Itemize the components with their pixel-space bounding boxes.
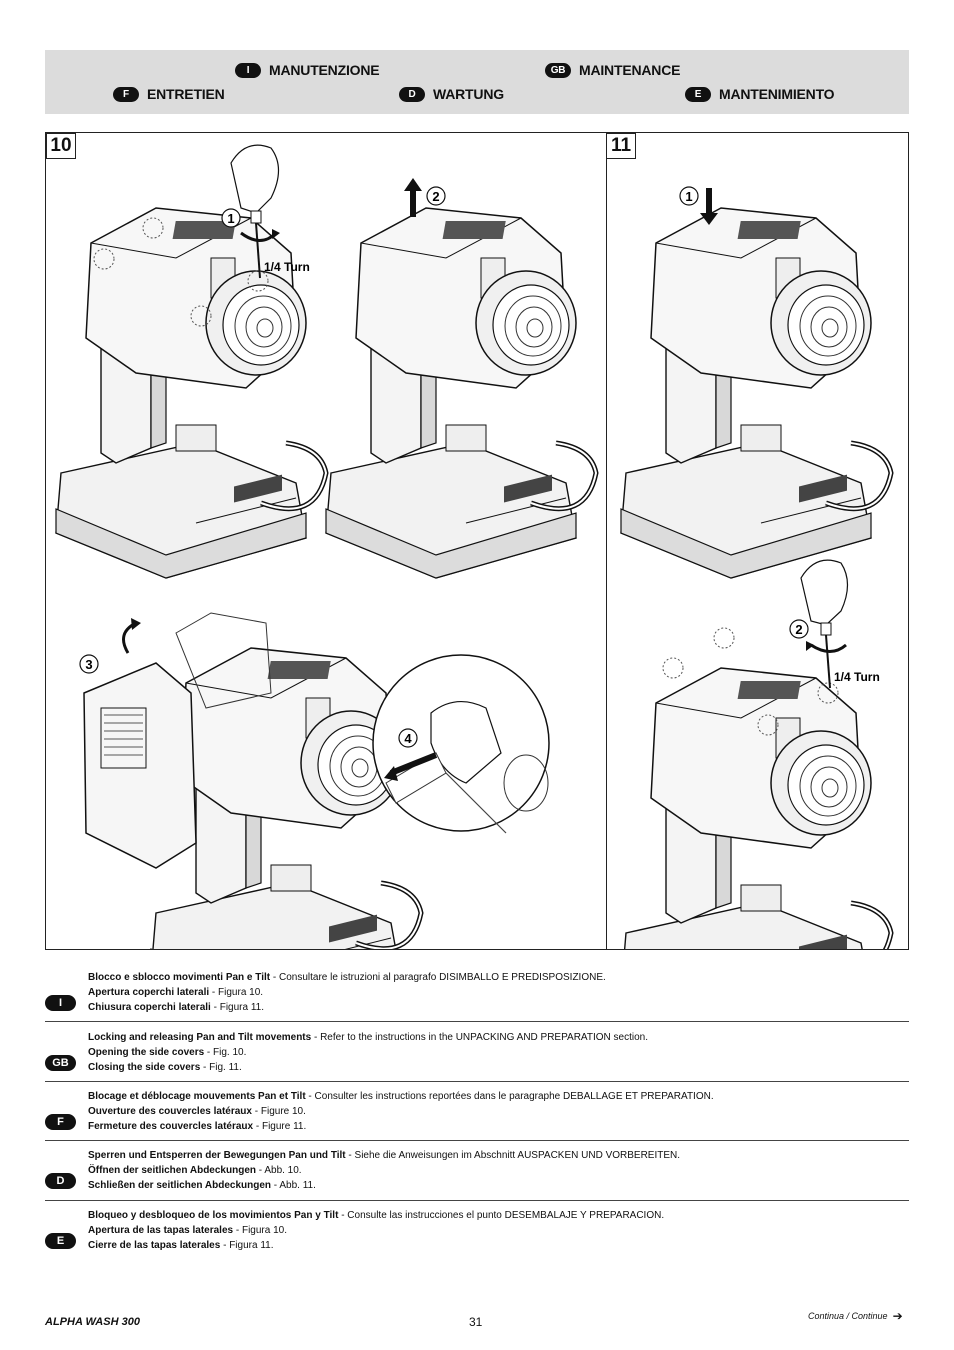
lang-badge: F: [45, 1114, 76, 1130]
section-line: Locking and releasing Pan and Tilt movem…: [88, 1032, 648, 1043]
figure-panel: 10 11: [45, 132, 909, 950]
lang-badge: GB: [45, 1055, 76, 1071]
section-fr: F Blocage et déblocage mouvements Pan et…: [45, 1089, 909, 1148]
figure-divider: [606, 133, 607, 949]
step-number: 1: [227, 211, 234, 226]
section-line: Chiusura coperchi laterali - Figura 11.: [88, 1002, 264, 1013]
section-line: Apertura de las tapas laterales - Figura…: [88, 1225, 287, 1236]
step-number: 1: [685, 189, 692, 204]
section-line: Ouverture des couvercles latéraux - Figu…: [88, 1106, 306, 1117]
lang-badge: I: [235, 62, 261, 78]
section-line: Opening the side covers - Fig. 10.: [88, 1047, 247, 1058]
footer-product: ALPHA WASH 300: [45, 1316, 140, 1328]
language-header: I MANUTENZIONE GB MAINTENANCE F ENTRETIE…: [45, 50, 909, 114]
fixture-drawing: [621, 668, 891, 949]
turn-label: 1/4 Turn: [264, 260, 310, 274]
lang-badge: I: [45, 995, 76, 1011]
section-divider: [45, 1140, 909, 1141]
lang-badge: D: [399, 86, 425, 102]
lang-badge: GB: [545, 62, 571, 78]
step-number: 4: [404, 731, 412, 746]
step-number: 3: [85, 657, 92, 672]
section-de: D Sperren und Entsperren der Bewegungen …: [45, 1148, 909, 1207]
section-divider: [45, 1081, 909, 1082]
figure-number-11: 11: [606, 133, 636, 159]
section-divider: [45, 1200, 909, 1201]
maintenance-illustration: 1 2 3 4 1 2 1/4 Turn 1/4 Turn: [46, 144, 908, 949]
header-item-es: E MANTENIMIENTO: [685, 86, 835, 102]
lang-badge: D: [45, 1173, 76, 1189]
fixture-drawing: [326, 208, 596, 578]
header-item-fr: F ENTRETIEN: [113, 86, 225, 102]
section-line: Sperren und Entsperren der Bewegungen Pa…: [88, 1150, 681, 1161]
continue-link[interactable]: Continua / Continue ➔: [808, 1309, 903, 1323]
lang-badge: E: [45, 1233, 76, 1249]
section-line: Closing the side covers - Fig. 11.: [88, 1062, 242, 1073]
lang-badge: F: [113, 86, 139, 102]
continue-label: Continua / Continue: [808, 1311, 888, 1321]
step-number: 2: [795, 622, 802, 637]
section-it: I Blocco e sblocco movimenti Pan e Tilt …: [45, 970, 909, 1029]
section-es: E Bloqueo y desbloqueo de los movimiento…: [45, 1208, 909, 1267]
figure-number-10: 10: [46, 133, 76, 159]
lang-badge: E: [685, 86, 711, 102]
page-number: 31: [469, 1315, 483, 1329]
header-label: WARTUNG: [433, 86, 504, 102]
header-item-it: I MANUTENZIONE: [235, 62, 380, 78]
section-gb: GB Locking and releasing Pan and Tilt mo…: [45, 1030, 909, 1089]
section-line: Cierre de las tapas laterales - Figura 1…: [88, 1240, 274, 1251]
section-line: Blocco e sblocco movimenti Pan e Tilt - …: [88, 972, 606, 983]
step-number: 2: [432, 189, 439, 204]
section-line: Fermeture des couvercles latéraux - Figu…: [88, 1121, 307, 1132]
arrow-right-icon: ➔: [892, 1309, 903, 1323]
header-label: MANTENIMIENTO: [719, 86, 835, 102]
section-line: Bloqueo y desbloqueo de los movimientos …: [88, 1210, 665, 1221]
section-line: Blocage et déblocage mouvements Pan et T…: [88, 1091, 714, 1102]
turn-label: 1/4 Turn: [834, 670, 880, 684]
header-label: MAINTENANCE: [579, 62, 681, 78]
section-line: Schließen der seitlichen Abdeckungen - A…: [88, 1180, 316, 1191]
header-item-gb: GB MAINTENANCE: [545, 62, 680, 78]
section-line: Öffnen der seitlichen Abdeckungen - Abb.…: [88, 1165, 302, 1176]
fixture-drawing: [621, 208, 891, 578]
header-label: ENTRETIEN: [147, 86, 225, 102]
section-line: Apertura coperchi laterali - Figura 10.: [88, 987, 264, 998]
header-label: MANUTENZIONE: [269, 62, 380, 78]
section-divider: [45, 1021, 909, 1022]
header-item-de: D WARTUNG: [399, 86, 504, 102]
